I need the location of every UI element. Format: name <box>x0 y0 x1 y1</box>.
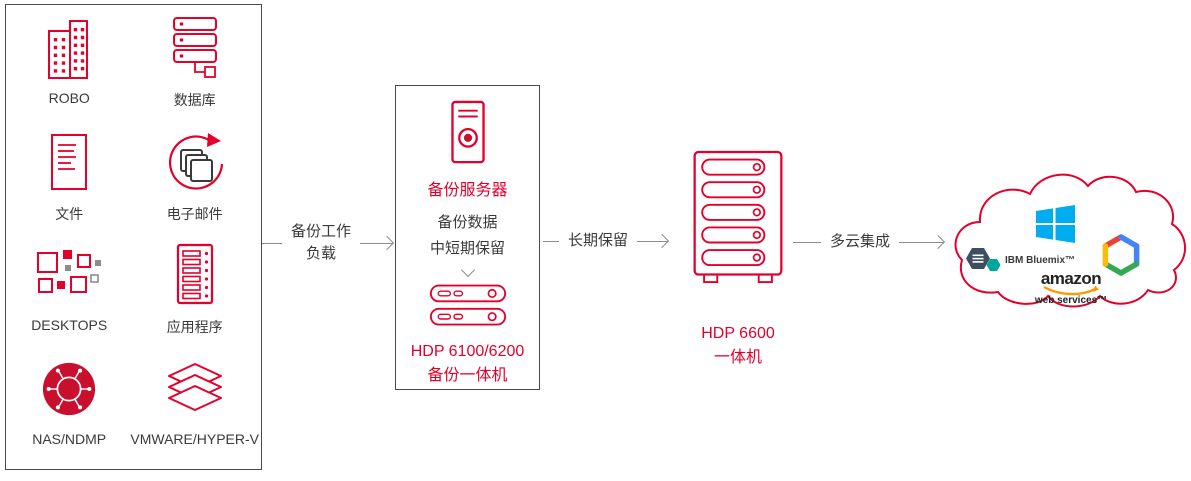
amazon-wordmark: amazon <box>1040 269 1102 288</box>
hdp-6100-6200-line1: HDP 6100/6200 <box>410 343 525 360</box>
building-icon <box>48 20 89 79</box>
arrow-line <box>637 240 668 242</box>
retention-line1: 备份数据 <box>437 214 498 231</box>
workload-sources-panel: ROBO 数据库 <box>5 4 262 470</box>
database-icon <box>172 17 217 78</box>
applications-icon <box>176 243 213 305</box>
email-icon-wrap <box>163 125 227 199</box>
amazon-smile-icon <box>1043 285 1099 296</box>
ibm-bluemix-hex-icon <box>966 248 1001 271</box>
arrow-label-line2: 负载 <box>306 245 337 262</box>
windows-azure-logo <box>1034 204 1076 244</box>
multicloud-group: IBM Bluemix™ amazon web services™ <box>946 158 1190 328</box>
building-icon-wrap <box>44 11 94 85</box>
email-icon <box>168 132 223 190</box>
arrow-head-icon <box>379 235 395 251</box>
nas-globe-icon-wrap <box>40 352 98 426</box>
hdp-6600-line2: 一体机 <box>713 349 762 366</box>
source-label-database: 数据库 <box>173 92 216 108</box>
hdp-6600-rack-icon <box>693 150 783 284</box>
down-arrow-icon <box>460 262 475 278</box>
desktops-icon <box>37 250 102 293</box>
google-cloud-logo <box>1100 232 1142 278</box>
arrow-head-icon <box>930 234 946 250</box>
arrow-line <box>899 241 944 243</box>
retention-text: 备份数据 中短期保留 <box>430 210 505 261</box>
arrow-line <box>543 240 559 242</box>
file-icon-wrap <box>45 125 93 199</box>
source-nas-ndmp: NAS/NDMP <box>8 352 130 466</box>
arrow-long-term: 长期保留 <box>543 213 670 269</box>
windows-logo-icon <box>1036 205 1075 243</box>
rack-appliance-icon <box>429 284 506 326</box>
vm-layers-icon-wrap <box>163 352 227 426</box>
arrow-head-icon <box>654 233 670 249</box>
arrow-multicloud-label: 多云集成 <box>830 232 891 250</box>
backup-appliance-box: 备份服务器 备份数据 中短期保留 HDP 6100/6200 备份一体机 <box>395 85 540 390</box>
hdp-6600-block: HDP 6600 一体机 <box>672 150 804 370</box>
hdp-6100-6200-line2: 备份一体机 <box>427 367 508 384</box>
source-robo: ROBO <box>8 11 130 125</box>
hdp-6100-6200-label: HDP 6100/6200 备份一体机 <box>411 340 525 388</box>
nas-globe-icon <box>43 362 96 415</box>
applications-icon-wrap <box>173 238 217 312</box>
file-icon <box>51 133 88 190</box>
source-label-robo: ROBO <box>48 90 90 106</box>
source-desktops: DESKTOPS <box>8 238 130 352</box>
arrow-line <box>262 242 282 244</box>
google-cloud-hex-icon <box>1102 234 1140 276</box>
source-email: 电子邮件 <box>130 125 259 239</box>
arrow-label-line1: 备份工作 <box>291 222 352 240</box>
arrow-line <box>793 241 821 243</box>
database-icon-wrap <box>167 11 223 85</box>
tower-server-icon <box>450 100 485 164</box>
vm-layers-icon <box>167 362 222 411</box>
source-database: 数据库 <box>130 11 259 125</box>
ibm-bluemix-logo: IBM Bluemix™ <box>964 244 1075 276</box>
hdp-6600-line1: HDP 6600 <box>701 325 775 342</box>
source-applications: 应用程序 <box>130 238 259 352</box>
ibm-bluemix-label: IBM Bluemix™ <box>1005 254 1076 266</box>
arrow-multicloud: 多云集成 <box>793 214 946 270</box>
arrow-backup-workload: 备份工作 负载 <box>262 215 395 271</box>
amazon-sub-label: web services™ <box>1034 295 1108 306</box>
amazon-web-services-logo: amazon web services™ <box>1016 270 1126 306</box>
source-label-email: 电子邮件 <box>166 205 223 222</box>
source-label-files: 文件 <box>55 205 84 222</box>
source-label-applications: 应用程序 <box>166 319 223 335</box>
source-label-nas-ndmp: NAS/NDMP <box>32 430 107 447</box>
arrow-long-term-label: 长期保留 <box>568 231 629 249</box>
source-label-desktops: DESKTOPS <box>31 317 108 333</box>
source-vmware-hyperv: VMWARE/HYPER-V <box>130 352 259 466</box>
source-files: 文件 <box>8 125 130 239</box>
arrow-backup-workload-label: 备份工作 负载 <box>291 221 351 266</box>
backup-server-label: 备份服务器 <box>427 182 508 199</box>
source-label-vmware-hyperv: VMWARE/HYPER-V <box>130 430 259 447</box>
desktops-icon-wrap <box>36 238 102 312</box>
hdp-6600-label: HDP 6600 一体机 <box>701 322 775 370</box>
arrow-line <box>360 242 393 244</box>
retention-line2: 中短期保留 <box>429 239 505 257</box>
